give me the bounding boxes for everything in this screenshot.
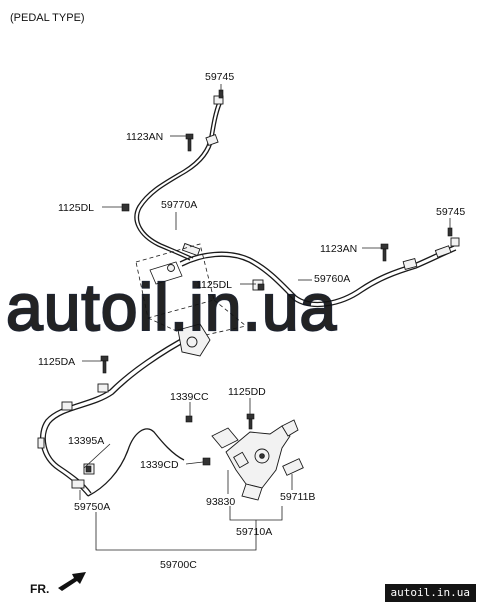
part-label-59700c: 59700C	[160, 559, 197, 571]
cable-59770a	[134, 95, 224, 261]
pedal-assembly-59710a	[211, 419, 304, 501]
part-label-59745-top: 59745	[205, 71, 234, 83]
part-label-1125da: 1125DA	[38, 356, 75, 368]
front-direction-indicator: FR.	[30, 572, 86, 596]
part-label-13395a: 13395A	[68, 435, 104, 447]
part-label-1339cd: 1339CD	[140, 459, 179, 471]
part-label-1339cc: 1339CC	[170, 391, 209, 403]
part-label-1125dl-center: 1125DL	[196, 279, 232, 291]
front-label: FR.	[30, 582, 49, 596]
site-badge: autoil.in.ua	[384, 584, 476, 602]
bolt-icon	[85, 89, 453, 473]
part-label-59745-right: 59745	[436, 206, 465, 218]
part-label-59710a: 59710A	[236, 526, 272, 538]
part-label-1123an-right: 1123AN	[320, 243, 357, 255]
watermark: autoil.in.ua	[6, 270, 337, 344]
part-label-1125dl-left: 1125DL	[58, 202, 94, 214]
part-label-1123an-top: 1123AN	[126, 131, 163, 143]
leader-lines	[79, 84, 451, 551]
part-label-59711b: 59711B	[280, 491, 315, 503]
part-label-93830: 93830	[206, 496, 235, 508]
cable-59750a	[37, 323, 211, 497]
part-label-59760a: 59760A	[314, 273, 350, 285]
part-labels: 59745 1123AN 1125DL 59770A 59745 1123AN …	[38, 71, 465, 571]
diagram-header: (PEDAL TYPE)	[10, 12, 85, 24]
part-label-59770a: 59770A	[161, 199, 197, 211]
part-label-1125dd: 1125DD	[228, 386, 266, 398]
front-arrow-icon	[58, 572, 86, 591]
part-label-59750a: 59750A	[74, 501, 110, 513]
